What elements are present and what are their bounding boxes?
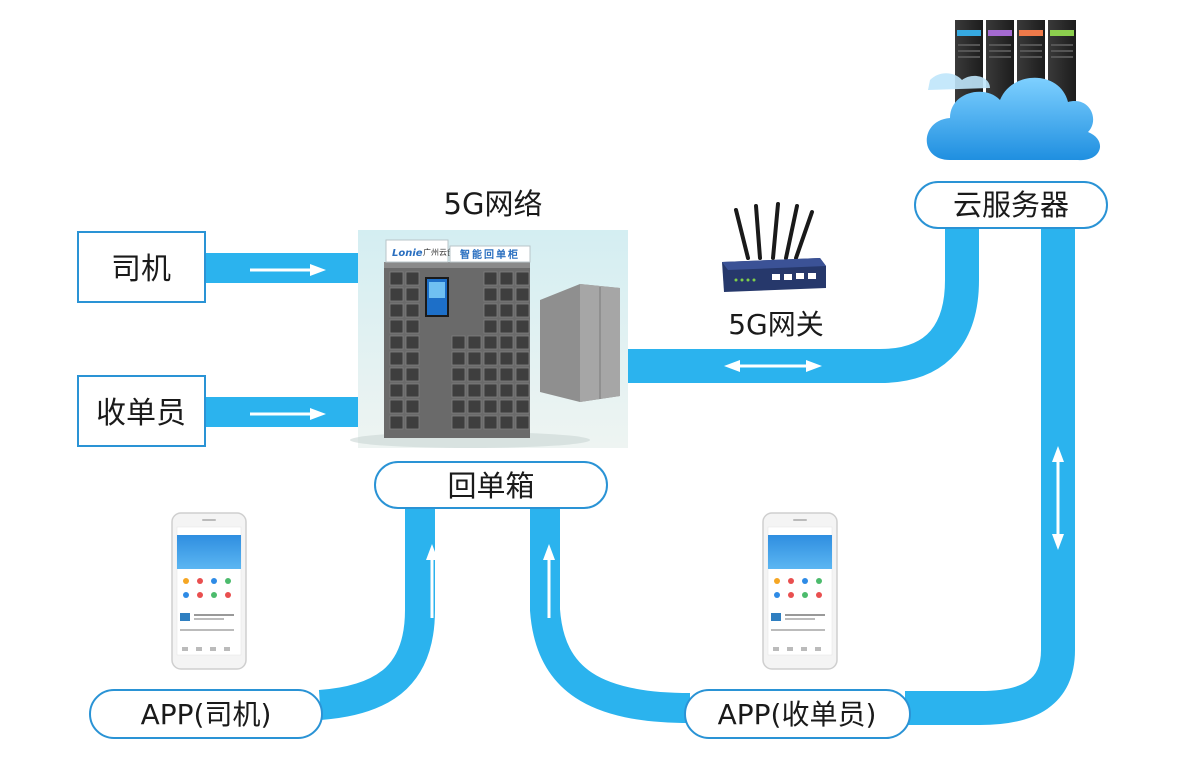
cabinet-drawer [515,319,530,334]
cabinet-drawer [389,271,404,286]
phone-driver-app-image [171,512,247,670]
cabinet-drawer [467,415,482,430]
cabinet-drawer [405,367,420,382]
cabinet-drawer [389,399,404,414]
driver-node: 司机 [77,231,206,303]
gateway-label: 5G网关 [728,308,824,341]
cabinet-drawer [499,319,514,334]
cabinet-drawer [483,351,498,366]
cabinet-drawer [451,399,466,414]
arrow-up-icon [543,544,555,618]
cabinet-drawer [405,271,420,286]
driver-label: 司机 [111,252,171,287]
cabinet-drawer [515,415,530,430]
cabinet-drawer [389,367,404,382]
cabinet-drawer [483,335,498,350]
cabinet-drawer [483,399,498,414]
collector-label: 收单员 [96,396,186,431]
cabinet-drawer [467,399,482,414]
cabinet-drawer [467,367,482,382]
cabinet-drawer [405,399,420,414]
network-label: 5G网络 [444,187,543,221]
arrow-right-icon [250,408,326,420]
receipt-cabinet-image: Lonie 广州云创 智能回单柜 [350,230,628,448]
cabinet-drawer [515,303,530,318]
double-arrow-vertical-icon [1052,446,1064,550]
cabinet-drawer [499,383,514,398]
cabinet-sign: 智能回单柜 [460,248,520,261]
app-driver-node: APP(司机) [89,689,323,739]
box-node: 回单箱 [374,461,608,509]
cabinet-drawer [451,335,466,350]
cabinet-drawer [483,383,498,398]
cloud-node: 云服务器 [914,181,1108,229]
cabinet-drawer [389,303,404,318]
cabinet-drawer [483,271,498,286]
cabinet-drawer [467,351,482,366]
cabinet-drawer [483,415,498,430]
cabinet-drawer [499,287,514,302]
cabinet-drawer [405,415,420,430]
cabinet-drawer [483,303,498,318]
app-collector-node: APP(收单员) [684,689,911,739]
flow-cloud-to-collector-app [905,228,1075,725]
cabinet-drawer [405,303,420,318]
flow-bands [205,228,1075,725]
cabinet-drawer [389,415,404,430]
cabinet-drawer [405,383,420,398]
cabinet-drawer [515,383,530,398]
phone-collector-app-image [762,512,838,670]
cloud-label: 云服务器 [953,188,1069,222]
flow-driver-app-to-box [318,505,435,720]
cabinet-drawer [389,335,404,350]
app-driver-label: APP(司机) [141,698,272,731]
cabinet-drawer [499,335,514,350]
cabinet-drawer [499,367,514,382]
collector-node: 收单员 [77,375,206,447]
cabinet-drawer [405,351,420,366]
cabinet-drawer [515,367,530,382]
cabinet-drawer [389,319,404,334]
cabinet-logo: Lonie [392,248,423,259]
cabinet-drawer [515,351,530,366]
cabinet-drawer [483,319,498,334]
5g-gateway-icon [722,202,826,292]
cabinet-drawer [499,415,514,430]
cabinet-drawer [389,351,404,366]
cabinet-drawer [515,271,530,286]
cabinet-drawer [467,383,482,398]
cabinet-drawer [483,367,498,382]
arrow-up-icon [426,544,438,618]
cabinet-brand: 广州云创 [423,247,455,257]
flow-collector-app-to-box [530,505,691,723]
cabinet-drawer [483,287,498,302]
cabinet-drawer [515,399,530,414]
cabinet-drawer [405,319,420,334]
cabinet-drawer [405,335,420,350]
cabinet-drawers [389,271,530,430]
cabinet-brand-sign [385,239,449,263]
flow-box-to-cloud [628,228,979,383]
cabinet-drawer [515,335,530,350]
cabinet-drawer [499,271,514,286]
cabinet-drawer [451,351,466,366]
cabinet-drawer [389,287,404,302]
cabinet-drawer [451,367,466,382]
cabinet-drawer [405,287,420,302]
cabinet-drawer [499,303,514,318]
app-collector-label: APP(收单员) [718,698,877,731]
cabinet-drawer [467,335,482,350]
arrow-right-icon [250,264,326,276]
cabinet-drawer [389,383,404,398]
cabinet-drawer [499,351,514,366]
cloud-server-icon [926,20,1101,161]
cabinet-drawer [451,383,466,398]
cabinet-drawer [451,415,466,430]
box-label: 回单箱 [447,469,534,503]
flow-arrows [250,264,1064,618]
cabinet-drawer [499,399,514,414]
cabinet-drawer [515,287,530,302]
double-arrow-horizontal-icon [724,360,822,372]
